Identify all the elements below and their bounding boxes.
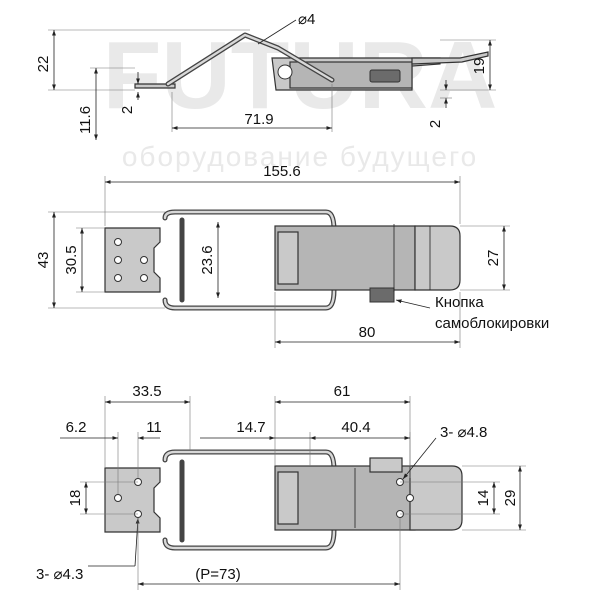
width-plate-label: 43	[35, 252, 52, 269]
holes-left-label: 3- ⌀4.3	[36, 566, 83, 583]
dim-11-label: 11	[146, 419, 162, 436]
self-lock-callout-line1: Кнопка	[435, 294, 484, 311]
height-14-label: 14	[475, 490, 492, 507]
top-view-latch-graphic	[104, 209, 461, 311]
height-18-label: 18	[67, 490, 84, 507]
mount-view: 33.5 61 6.2 11 14.7 40.4 3- ⌀4.8 18 14 2…	[36, 383, 526, 590]
length-total-label: 155.6	[263, 163, 301, 180]
thickness-right-label: 2	[427, 120, 444, 128]
height-right-label: 19	[471, 58, 488, 75]
dim-14-7-label: 14.7	[236, 419, 265, 436]
width-inner-label: 23.6	[199, 245, 216, 274]
side-view: ⌀4 22 11.6 2 71.9 19 2	[35, 11, 496, 140]
dim-40-4-label: 40.4	[341, 419, 370, 436]
watermark-tagline: оборудование будущего	[122, 141, 478, 172]
top-view-dimensions	[48, 176, 510, 348]
length-body-label: 80	[359, 324, 376, 341]
top-view: 155.6 43 30.5 23.6 27 80 Кнопка самоблок…	[35, 163, 549, 348]
side-view-dimensions	[48, 19, 496, 140]
self-lock-callout-line2: самоблокировки	[435, 315, 549, 332]
mount-view-dimensions	[60, 396, 526, 590]
width-loop-label: 30.5	[63, 245, 80, 274]
dim-33-5-label: 33.5	[132, 383, 161, 400]
dia-wire-label: ⌀4	[298, 11, 315, 28]
height-base-label: 11.6	[77, 106, 94, 134]
height-total-label: 22	[35, 56, 52, 73]
dim-6-2-label: 6.2	[66, 419, 87, 436]
mount-view-latch-graphic	[104, 449, 463, 551]
watermark: FUTURA оборудование будущего	[103, 22, 498, 172]
width-body-label: 27	[485, 250, 502, 267]
holes-right-label: 3- ⌀4.8	[440, 424, 487, 441]
dim-61-label: 61	[334, 383, 351, 400]
length-lever-label: 71.9	[244, 111, 273, 128]
height-29-label: 29	[502, 490, 519, 507]
pitch-label: (P=73)	[195, 566, 240, 583]
thickness-left-label: 2	[119, 106, 136, 114]
